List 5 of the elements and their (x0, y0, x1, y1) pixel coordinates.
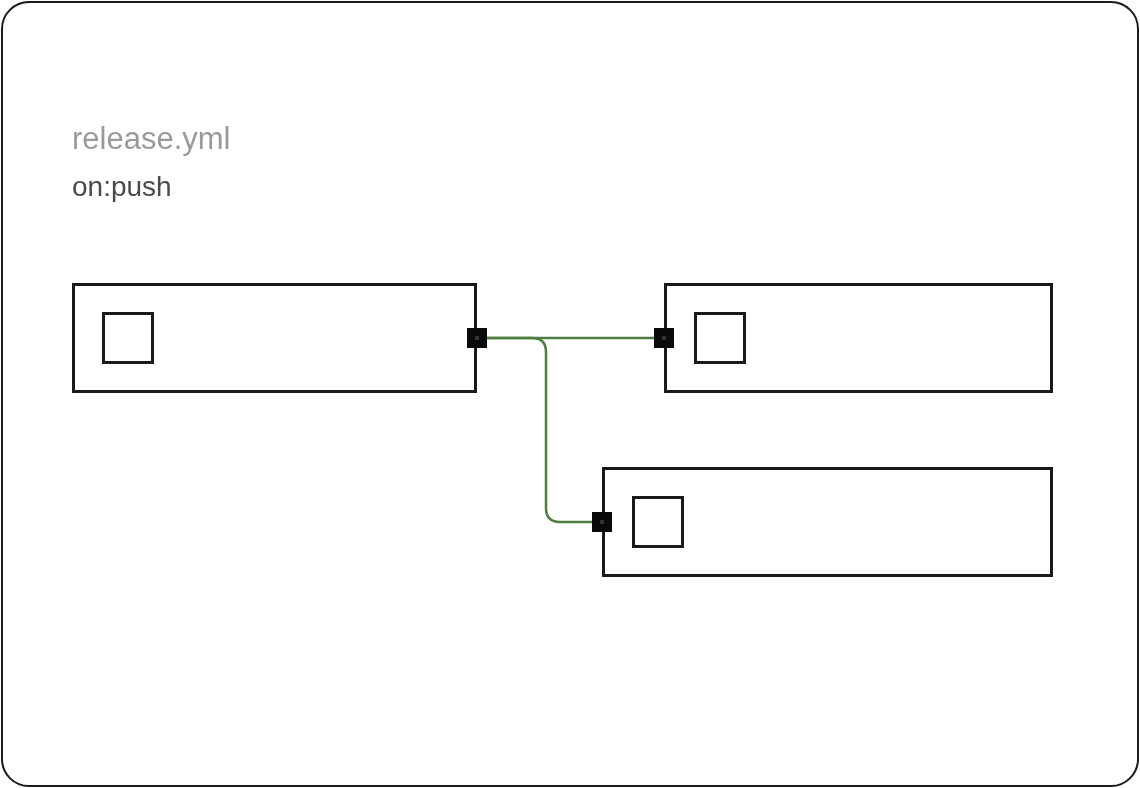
process-box (72, 283, 477, 393)
process-box (664, 283, 1053, 393)
trigger-label: on:push (72, 170, 172, 204)
process-box (602, 467, 1053, 577)
title: release.yml (72, 120, 231, 158)
